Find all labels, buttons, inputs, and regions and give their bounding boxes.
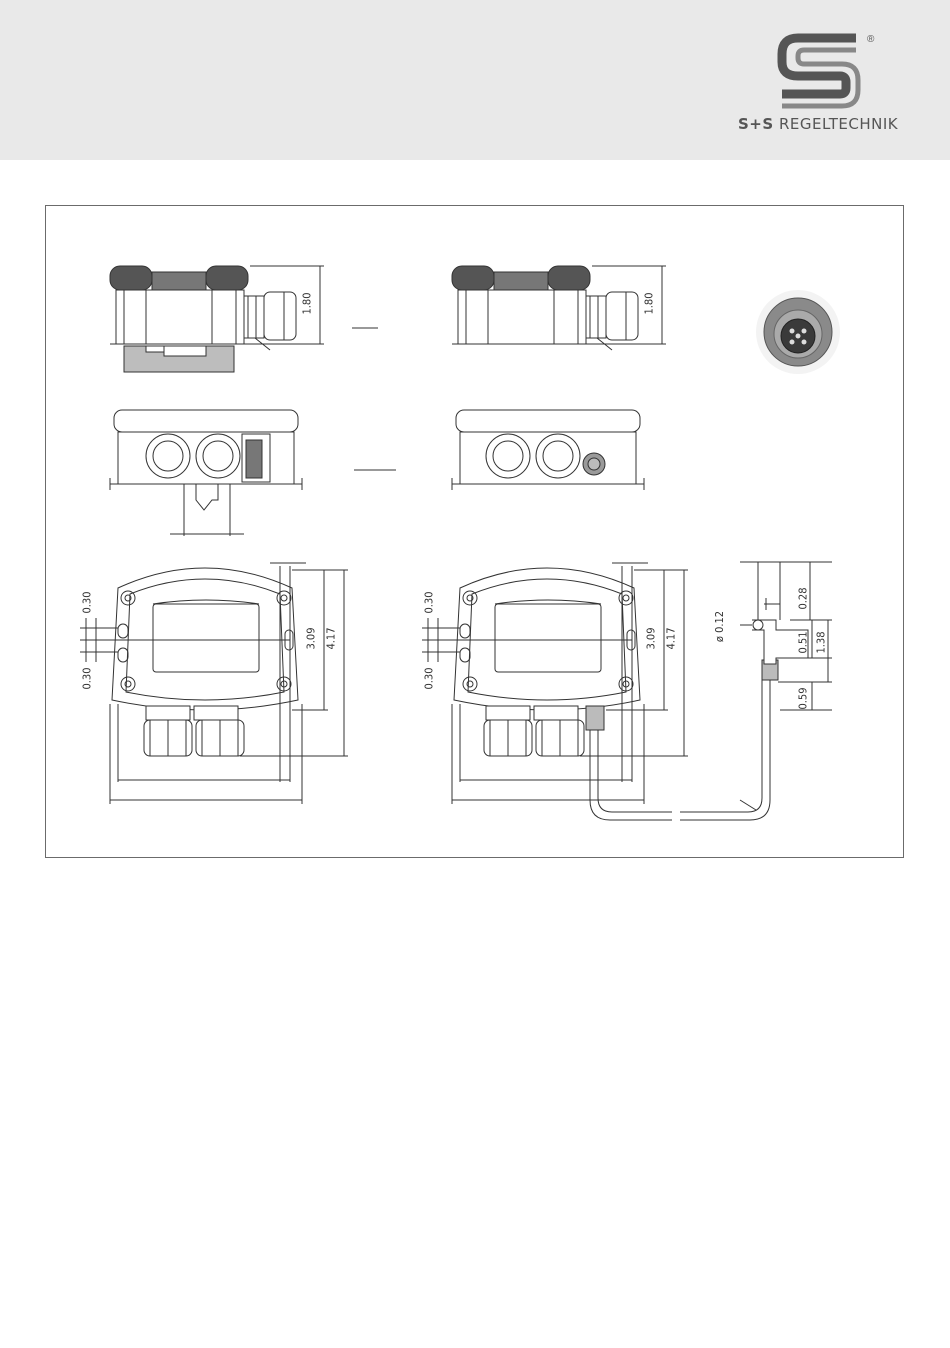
m12-connector-image: [756, 290, 840, 374]
dim-probe-bottom: 0.59: [797, 687, 810, 709]
dim-front-left-outer: 4.17: [325, 627, 338, 649]
dim-probe-diameter: ø 0.12: [713, 611, 726, 642]
dim-front-right-inner: 3.09: [645, 627, 658, 649]
front-view-right: [422, 563, 778, 820]
front-view-left: [80, 563, 348, 804]
dim-front-left-bottom: 0.30: [81, 667, 94, 689]
bottom-view-left: [110, 410, 302, 536]
bottom-view-right: [452, 410, 644, 490]
side-view-left: [110, 266, 324, 372]
dim-front-right-top: 0.30: [423, 591, 436, 613]
dim-probe-total: 1.38: [815, 631, 828, 653]
side-view-right: [452, 266, 666, 350]
dim-front-left-top: 0.30: [81, 591, 94, 613]
dim-front-right-outer: 4.17: [665, 627, 678, 649]
dim-height-right: 1.80: [643, 292, 656, 314]
dim-probe-mid: 0.51: [797, 631, 810, 653]
dim-front-right-bottom: 0.30: [423, 667, 436, 689]
dim-height-left: 1.80: [301, 292, 314, 314]
dim-probe-top: 0.28: [797, 587, 810, 609]
dim-front-left-inner: 3.09: [305, 627, 318, 649]
